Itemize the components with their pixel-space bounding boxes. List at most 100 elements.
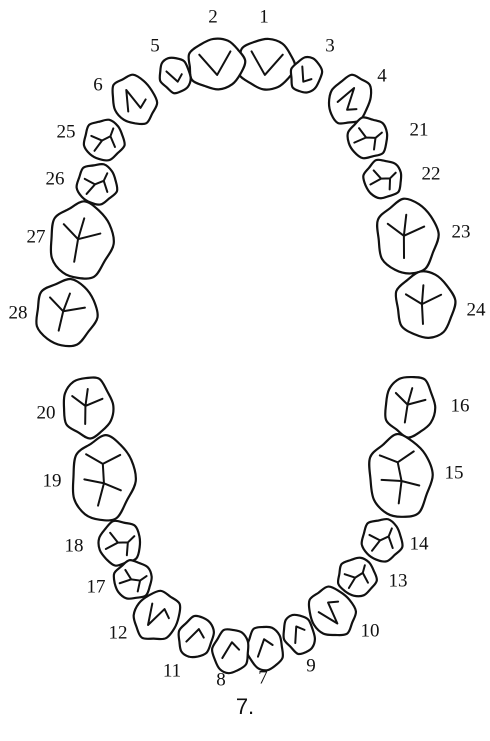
tooth-number-label: 26 xyxy=(46,168,65,189)
tooth-5 xyxy=(158,56,192,95)
tooth-fissure xyxy=(83,453,122,507)
tooth-outline xyxy=(245,625,285,672)
tooth-outline xyxy=(394,270,457,339)
tooth-fissure xyxy=(294,625,306,645)
tooth-number-label: 1 xyxy=(259,6,269,27)
tooth-19 xyxy=(71,434,137,522)
tooth-fissure xyxy=(369,169,397,191)
tooth-25 xyxy=(82,118,126,162)
tooth-fissure xyxy=(90,127,116,152)
tooth-fissure xyxy=(198,50,232,76)
tooth-fissure xyxy=(394,387,427,424)
tooth-outline xyxy=(132,589,182,641)
tooth-27 xyxy=(49,200,115,280)
tooth-fissure xyxy=(118,568,148,593)
tooth-outline xyxy=(49,200,115,280)
tooth-number-label: 16 xyxy=(451,395,470,416)
tooth-number-label: 9 xyxy=(306,655,316,676)
tooth-number-label: 19 xyxy=(43,470,62,491)
tooth-fissure xyxy=(386,213,426,260)
tooth-number-label: 22 xyxy=(422,163,441,184)
tooth-fissure xyxy=(336,87,358,111)
tooth-fissure xyxy=(317,600,340,625)
tooth-3 xyxy=(289,55,324,94)
tooth-number-label: 12 xyxy=(109,622,128,643)
tooth-10 xyxy=(307,585,358,637)
dental-arch-diagram: 1235462125222623272428162015191418131710… xyxy=(9,6,487,690)
tooth-outline xyxy=(35,277,99,348)
tooth-number-label: 6 xyxy=(93,74,103,95)
tooth-28 xyxy=(35,277,99,348)
figure-caption: 7. xyxy=(235,694,255,719)
tooth-number-label: 23 xyxy=(452,221,471,242)
tooth-fissure xyxy=(83,172,109,195)
tooth-fissure xyxy=(104,531,136,557)
tooth-fissure xyxy=(404,284,443,325)
tooth-fissure xyxy=(250,50,284,76)
tooth-fissure xyxy=(165,70,183,83)
tooth-number-label: 20 xyxy=(37,402,56,423)
tooth-number-label: 18 xyxy=(65,535,84,556)
tooth-6 xyxy=(111,73,159,126)
tooth-number-label: 2 xyxy=(208,6,218,27)
tooth-number-label: 13 xyxy=(389,570,408,591)
tooth-number-label: 28 xyxy=(9,302,28,323)
tooth-outline xyxy=(62,376,115,440)
lower-arch: 16 20 15 19 14 18 13 17 10 12 9 11 7 8 xyxy=(37,375,470,690)
tooth-12 xyxy=(132,589,182,641)
tooth-4 xyxy=(327,73,373,125)
tooth-number-label: 14 xyxy=(410,533,430,554)
tooth-7 xyxy=(245,625,285,672)
tooth-8 xyxy=(210,628,250,675)
tooth-fissure xyxy=(301,65,313,83)
tooth-outline xyxy=(376,197,440,275)
tooth-number-label: 10 xyxy=(361,620,380,641)
tooth-outline xyxy=(282,613,316,656)
tooth-number-label: 27 xyxy=(27,226,46,247)
tooth-13 xyxy=(336,556,378,598)
tooth-23 xyxy=(376,197,440,275)
tooth-fissure xyxy=(221,641,241,660)
tooth-9 xyxy=(282,613,316,656)
tooth-fissure xyxy=(71,387,104,426)
tooth-fissure xyxy=(49,292,86,332)
tooth-number-label: 4 xyxy=(377,65,387,86)
tooth-20 xyxy=(62,376,115,440)
tooth-number-label: 24 xyxy=(467,299,487,320)
tooth-number-label: 8 xyxy=(216,669,226,690)
tooth-17 xyxy=(112,559,153,600)
tooth-fissure xyxy=(256,638,274,658)
tooth-15 xyxy=(368,433,434,518)
tooth-number-label: 15 xyxy=(445,462,464,483)
tooth-number-label: 17 xyxy=(87,576,106,597)
tooth-number-label: 25 xyxy=(57,121,76,142)
tooth-outline xyxy=(187,37,247,91)
tooth-number-label: 7 xyxy=(258,667,268,688)
tooth-number-label: 11 xyxy=(163,660,181,681)
tooth-fissure xyxy=(185,628,205,643)
tooth-outline xyxy=(289,55,324,94)
tooth-outline xyxy=(158,56,192,95)
tooth-outline xyxy=(82,118,126,162)
tooth-outline xyxy=(177,614,215,659)
tooth-11 xyxy=(177,614,215,659)
tooth-fissure xyxy=(368,527,394,552)
tooth-fissure xyxy=(62,217,102,263)
tooth-24 xyxy=(394,270,457,339)
tooth-number-label: 3 xyxy=(325,35,335,56)
tooth-fissure xyxy=(125,88,147,113)
tooth-fissure xyxy=(378,450,421,505)
tooth-outline xyxy=(384,375,437,439)
tooth-22 xyxy=(362,158,403,200)
tooth-fissure xyxy=(147,602,170,626)
tooth-16 xyxy=(384,375,437,439)
tooth-fissure xyxy=(353,127,383,151)
tooth-number-label: 5 xyxy=(150,35,160,56)
tooth-26 xyxy=(75,162,119,206)
tooth-outline xyxy=(210,628,250,675)
tooth-fissure xyxy=(343,564,369,590)
tooth-2 xyxy=(187,37,247,91)
tooth-14 xyxy=(360,517,404,563)
tooth-number-label: 21 xyxy=(410,119,429,140)
